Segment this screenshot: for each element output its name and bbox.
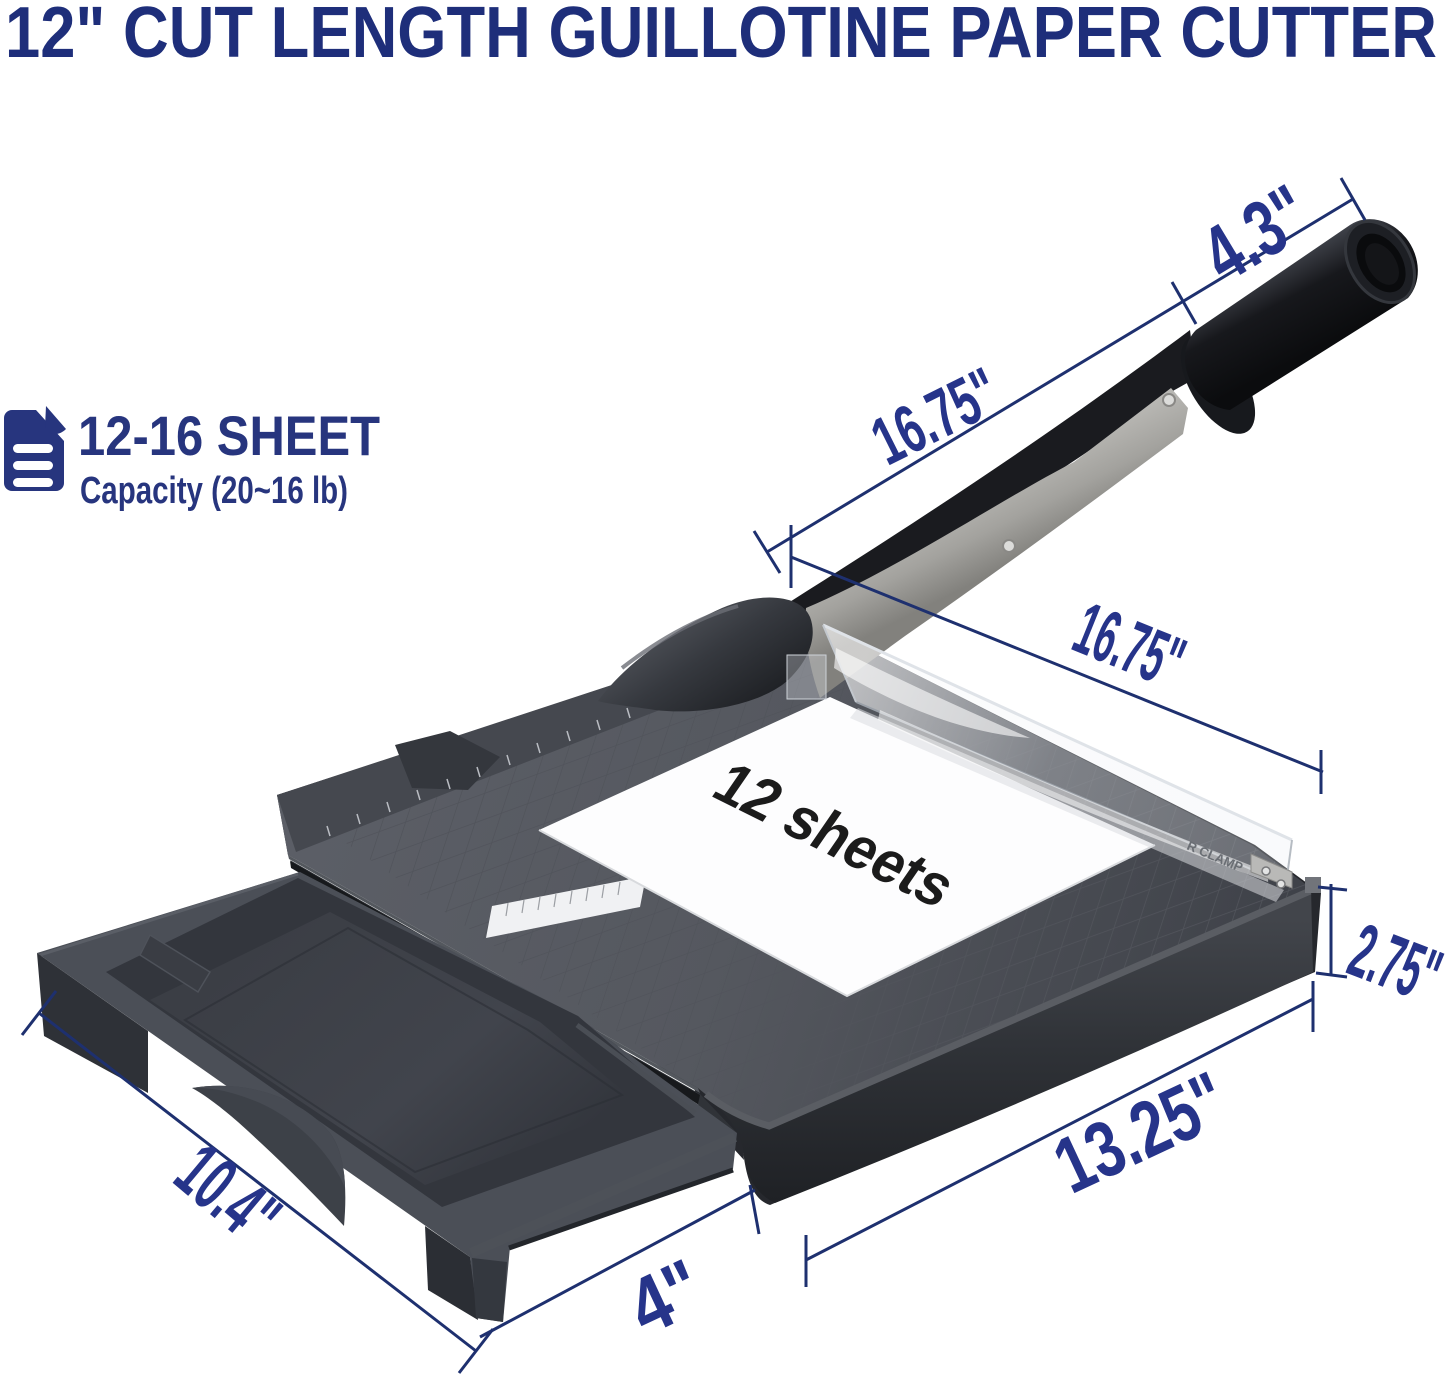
svg-text:Capacity (20~16 lb): Capacity (20~16 lb) [80, 470, 348, 512]
svg-text:12-16 SHEET: 12-16 SHEET [78, 404, 380, 467]
svg-text:12" CUT LENGTH GUILLOTINE PAPE: 12" CUT LENGTH GUILLOTINE PAPER CUTTER [5, 0, 1437, 73]
